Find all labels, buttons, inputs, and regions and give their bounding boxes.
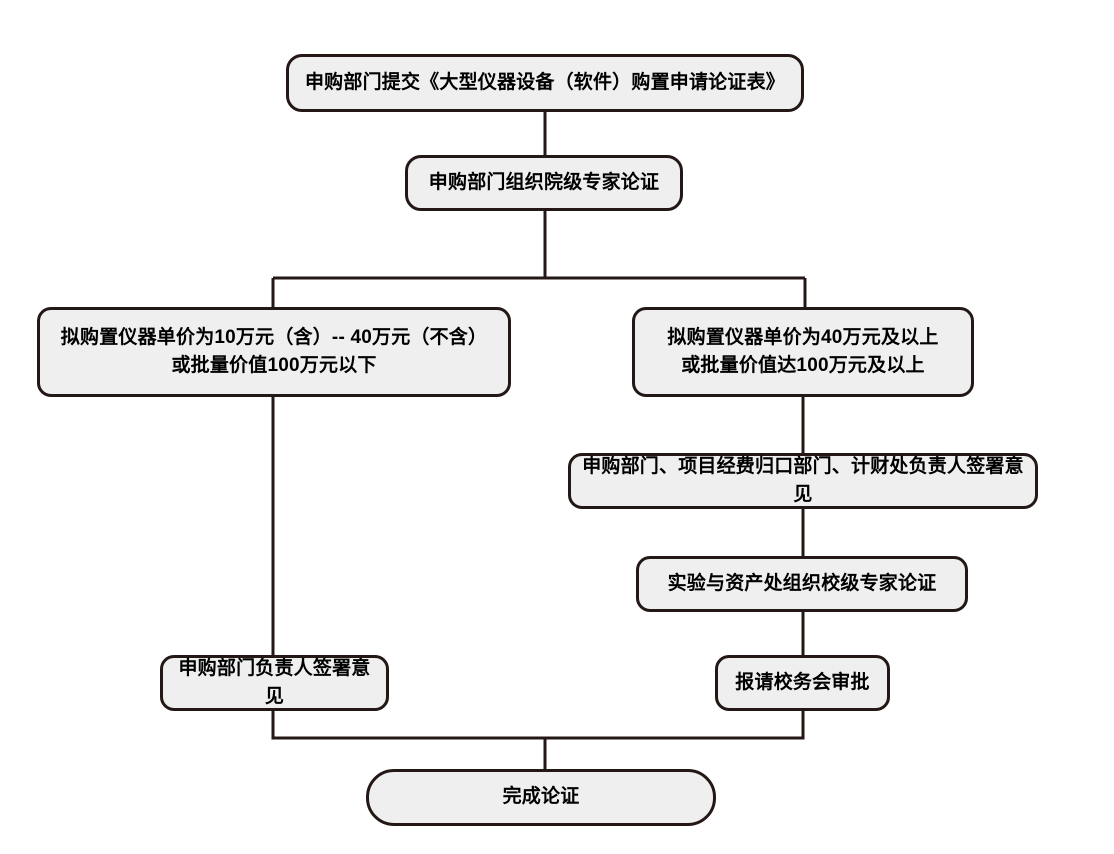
edge-dept-sign-to-finish xyxy=(271,711,545,740)
node-school-expert[interactable]: 实验与资产处组织校级专家论证 xyxy=(636,556,968,612)
node-dept-sign[interactable]: 申购部门负责人签署意见 xyxy=(160,655,389,711)
node-submit-form[interactable]: 申购部门提交《大型仪器设备（软件）购置申请论证表》 xyxy=(286,54,804,112)
node-school-expert-label: 实验与资产处组织校级专家论证 xyxy=(667,572,937,594)
node-multi-sign[interactable]: 申购部门、项目经费归口部门、计财处负责人签署意见 xyxy=(568,453,1038,509)
node-dept-expert-label: 申购部门组织院级专家论证 xyxy=(428,171,660,193)
node-finish-label: 完成论证 xyxy=(502,786,580,808)
node-tier-high-label: 拟购置仪器单价为40万元及以上 或批量价值达100万元及以上 xyxy=(667,326,939,377)
node-board-approval[interactable]: 报请校务会审批 xyxy=(715,655,890,711)
edge-board-approval-to-finish xyxy=(545,711,805,740)
node-submit-form-label: 申购部门提交《大型仪器设备（软件）购置申请论证表》 xyxy=(304,71,785,93)
node-multi-sign-label: 申购部门、项目经费归口部门、计财处负责人签署意见 xyxy=(582,455,1024,506)
node-dept-sign-label: 申购部门负责人签署意见 xyxy=(178,657,371,708)
node-tier-low[interactable]: 拟购置仪器单价为10万元（含）-- 40万元（不含） 或批量价值100万元以下 xyxy=(37,307,511,397)
node-dept-expert[interactable]: 申购部门组织院级专家论证 xyxy=(405,155,683,211)
node-tier-low-label: 拟购置仪器单价为10万元（含）-- 40万元（不含） 或批量价值100万元以下 xyxy=(60,326,488,377)
node-board-approval-label: 报请校务会审批 xyxy=(735,671,870,693)
node-tier-high[interactable]: 拟购置仪器单价为40万元及以上 或批量价值达100万元及以上 xyxy=(632,307,974,397)
node-finish[interactable]: 完成论证 xyxy=(366,769,716,826)
